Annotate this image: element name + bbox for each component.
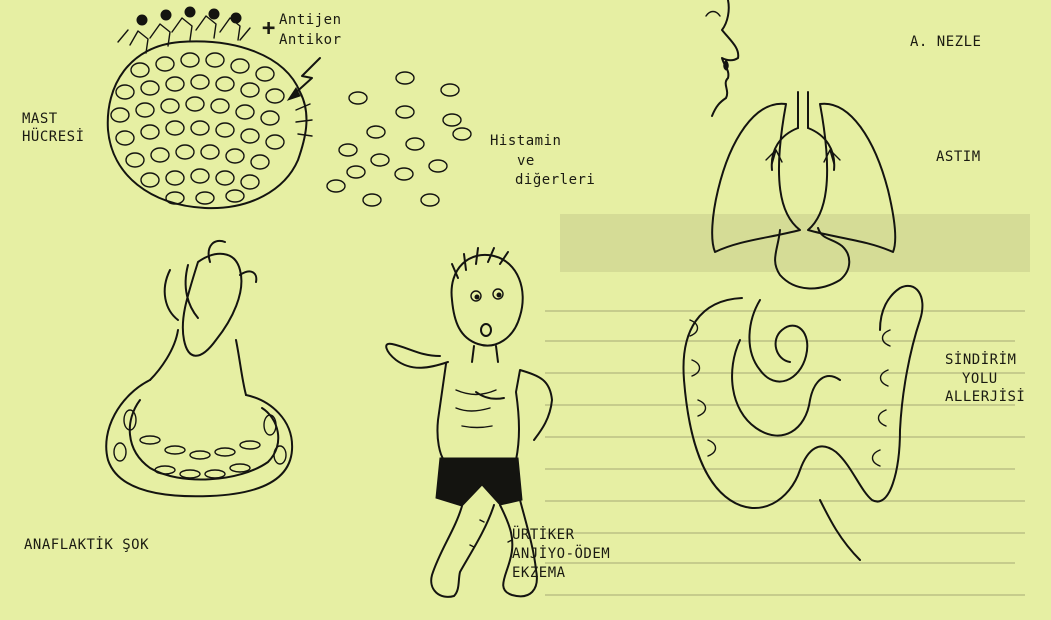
heart-circulation-drawing bbox=[106, 241, 292, 496]
mast-cell-label-line1: MAST bbox=[22, 111, 58, 127]
urticaria-label-line3: EKZEMA bbox=[512, 565, 566, 581]
face-profile-drawing bbox=[706, 0, 738, 116]
histamine-label-line1: Histamin bbox=[490, 133, 561, 149]
digestive-tract-drawing bbox=[683, 228, 922, 560]
boy-figure-drawing bbox=[386, 248, 552, 597]
digestive-allergy-label-line2: YOLU bbox=[962, 371, 998, 387]
histamine-label-line2: ve bbox=[517, 153, 535, 169]
histamine-label-line3: diğerleri bbox=[515, 172, 595, 188]
rhinitis-label: A. NEZLE bbox=[910, 34, 981, 50]
digestive-allergy-label-line3: ALLERJİSİ bbox=[945, 389, 1025, 405]
urticaria-label-line1: ÜRTİKER bbox=[512, 527, 575, 543]
plus-sign: + bbox=[262, 21, 276, 37]
digestive-allergy-label-line1: SİNDİRİM bbox=[945, 352, 1016, 368]
lungs-drawing bbox=[712, 92, 895, 252]
anaphylactic-shock-label: ANAFLAKTİK ŞOK bbox=[24, 537, 149, 553]
asthma-label: ASTIM bbox=[936, 149, 981, 165]
urticaria-label-line2: ANJİYO-ÖDEM bbox=[512, 546, 610, 562]
mast-cell-label-line2: HÜCRESİ bbox=[22, 129, 85, 145]
antigen-label: Antijen bbox=[279, 12, 342, 28]
histamine-granules bbox=[327, 72, 471, 206]
antibody-label: Antikor bbox=[279, 32, 342, 48]
